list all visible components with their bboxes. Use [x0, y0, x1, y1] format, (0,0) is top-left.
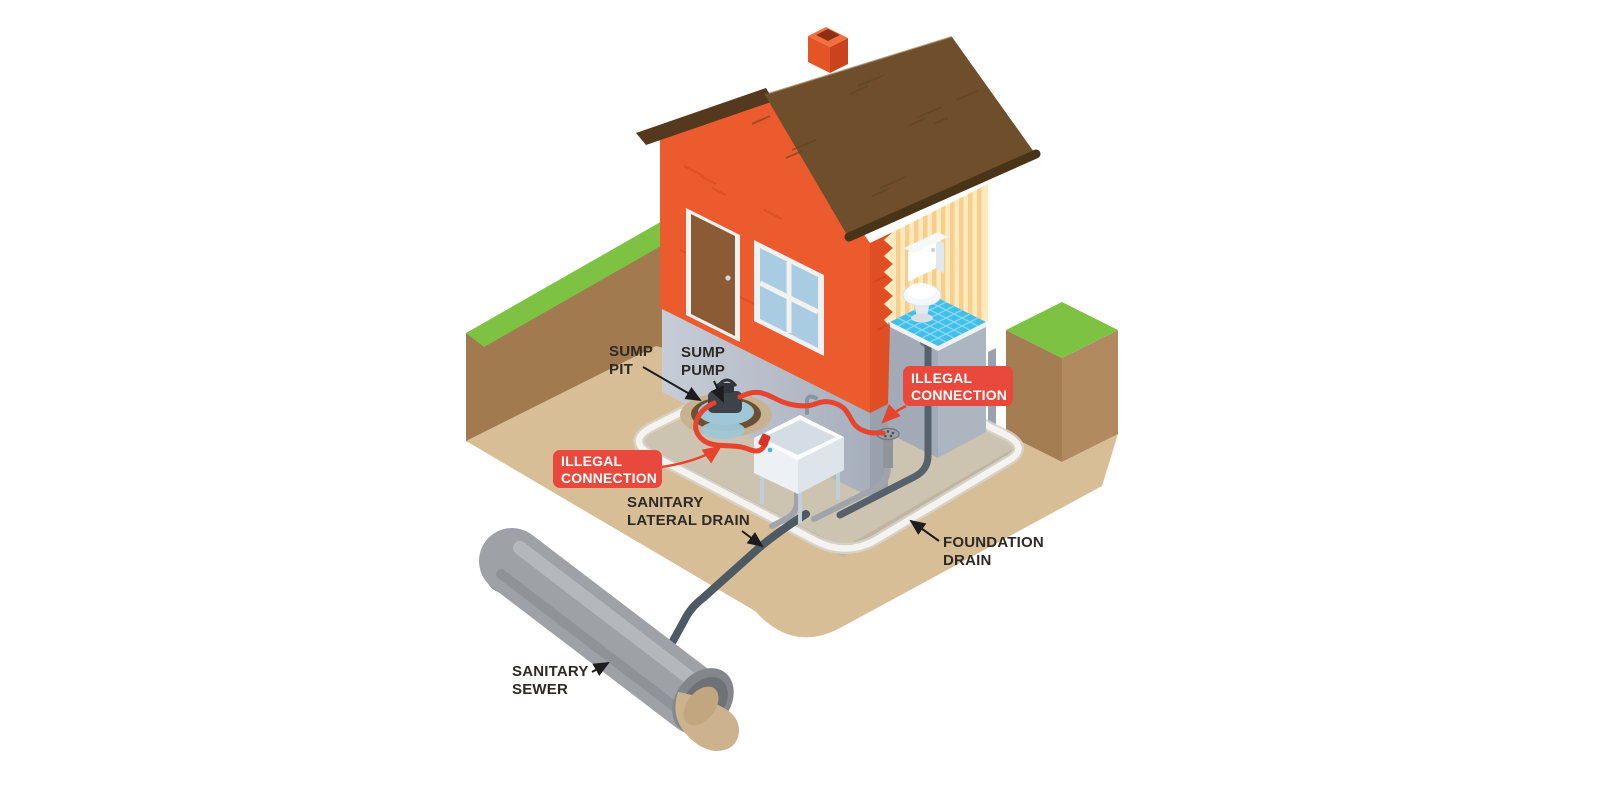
toilet-base — [911, 313, 933, 323]
label-foundation-drain: FOUNDATION DRAIN — [943, 534, 1048, 569]
sanitary-lateral-pipe — [664, 510, 810, 654]
house — [636, 27, 1041, 413]
laundry-sink — [754, 394, 844, 524]
door-panel — [691, 214, 735, 336]
sewage-in-pipe — [683, 686, 719, 726]
label-sump-pit: SUMP PIT — [609, 343, 657, 378]
front-window — [754, 240, 824, 356]
illegal-connection-badge-upper: ILLEGAL CONNECTION — [881, 366, 1013, 424]
arrow-sump-pit — [642, 366, 702, 402]
sink-front-left — [754, 438, 798, 494]
toilet-drain-pipe — [836, 341, 932, 519]
sink-basin — [762, 420, 836, 455]
grass-strip-left — [466, 212, 696, 347]
toilet-seat — [907, 283, 935, 299]
hose-clamp — [758, 433, 771, 447]
tile-floor-ledge — [890, 322, 986, 351]
roof-left-slope — [636, 88, 774, 145]
arrow-illegal-lower — [661, 445, 722, 469]
label-sanitary-lateral-drain: SANITARY LATERAL DRAIN — [627, 494, 750, 529]
hose-to-sink — [693, 400, 769, 454]
roof-fascia — [844, 149, 1041, 242]
badge-lower-bg — [553, 450, 662, 488]
sewer-body — [479, 528, 730, 735]
bathroom — [884, 184, 988, 351]
grass-top-right — [1006, 302, 1118, 358]
toilet-tank-side — [936, 238, 944, 273]
arrow-illegal-upper — [881, 404, 907, 424]
chimney-flue — [816, 29, 840, 41]
chimney-front — [808, 36, 830, 73]
label-sump-pump: SUMP PUMP — [681, 344, 729, 379]
arrow-sump-pump — [710, 380, 724, 403]
toilet — [902, 232, 948, 323]
arrow-sanitary-sewer — [591, 662, 610, 676]
side-wall-bricks — [873, 275, 888, 331]
soil-block-right-left-face — [1006, 330, 1062, 462]
soil-block-right — [1006, 302, 1118, 462]
roof-shingle-marks — [751, 74, 979, 197]
soil-block-right-right-face — [1062, 330, 1118, 462]
front-door — [686, 208, 740, 342]
sink-drain-pipe — [769, 473, 800, 529]
sewer-lower-shade — [496, 569, 692, 721]
sanitary-sewer-pipe — [479, 528, 740, 751]
arrow-sanitary-lateral-drain — [741, 530, 764, 548]
roof-ridge-edge — [764, 36, 953, 96]
annotations: SUMP PIT SUMP PUMP SANITARY LATERAL DRAI… — [512, 343, 1048, 698]
chimney-side — [830, 38, 848, 73]
toilet-tank-lid — [904, 232, 948, 253]
sink-faucet — [805, 394, 818, 415]
illegal-hoses — [693, 389, 886, 454]
side-wall-strip — [870, 232, 893, 413]
sink-front-right — [798, 437, 844, 494]
door-knob — [725, 275, 731, 281]
foundation-drain-pipe — [633, 386, 1024, 554]
floor-drain-riser — [883, 436, 893, 468]
badge-upper-bg — [903, 366, 1013, 406]
sewer-highlight — [513, 541, 710, 695]
floor-drain-branch-pipe — [811, 465, 891, 522]
badge-upper-text: ILLEGAL CONNECTION — [911, 370, 1007, 403]
basement-corner-sliver — [870, 402, 888, 497]
toilet-flush-button — [931, 248, 935, 252]
hose-to-floor-drain — [737, 389, 886, 436]
label-sanitary-sewer: SANITARY SEWER — [512, 663, 593, 698]
badge-lower-text: ILLEGAL CONNECTION — [561, 453, 657, 486]
roof-main-slope — [765, 37, 1034, 235]
arrow-foundation-drain — [909, 519, 940, 542]
pit-water-spill — [701, 421, 745, 439]
pump-handle — [716, 378, 738, 387]
roof — [636, 36, 1041, 242]
water-drip — [767, 447, 773, 453]
chimney — [808, 27, 848, 73]
illegal-connection-badge-lower: ILLEGAL CONNECTION — [553, 445, 722, 488]
